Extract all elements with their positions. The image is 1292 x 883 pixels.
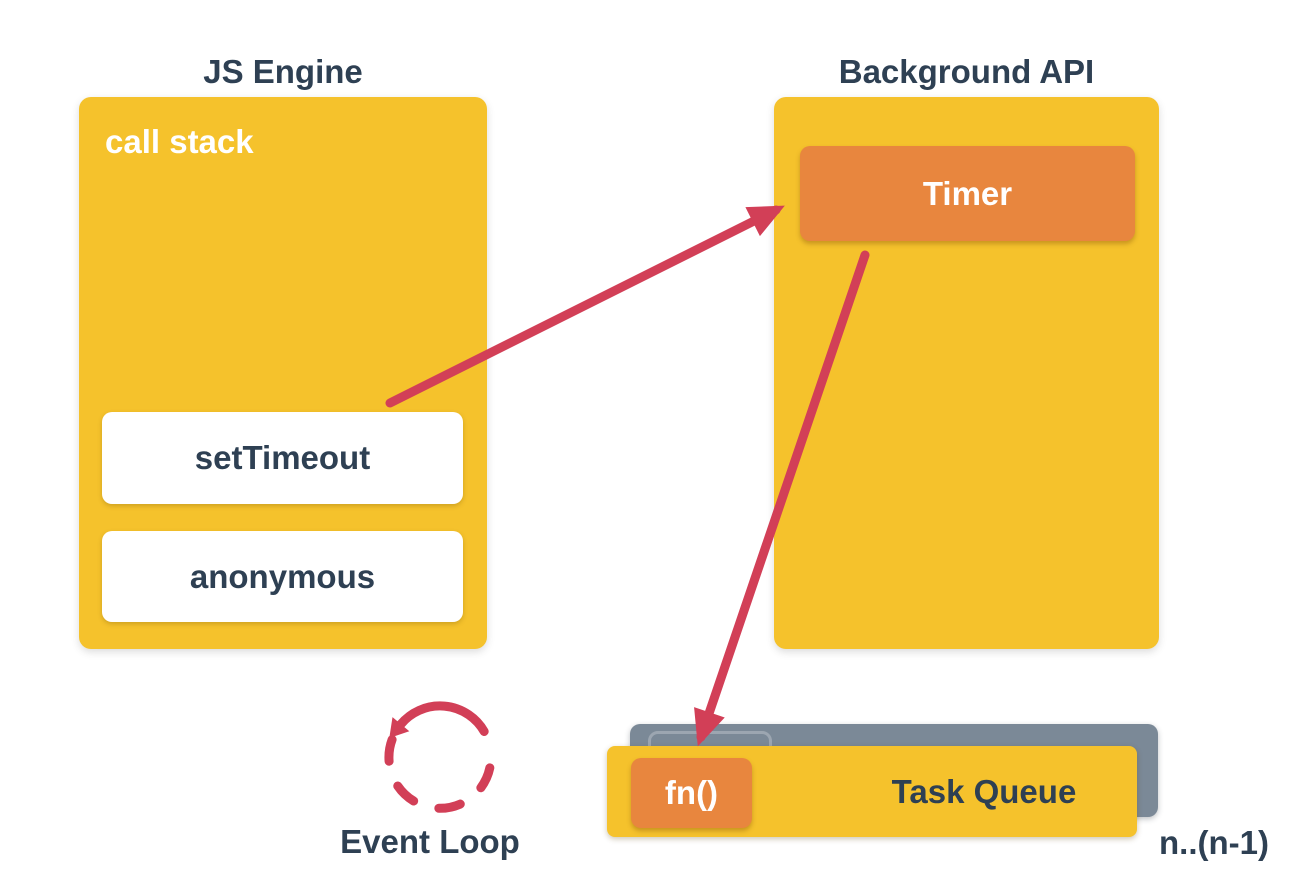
event-loop-icon (384, 701, 495, 813)
task-queue-bar: fn() Task Queue (607, 746, 1137, 837)
event-loop-label: Event Loop (340, 823, 520, 860)
fn-task-box: fn() (631, 758, 752, 828)
call-stack-label: call stack (105, 123, 254, 160)
loop-solid-arc (396, 701, 489, 736)
js-engine-title: JS Engine (203, 53, 363, 90)
stack-item-settimeout: setTimeout (102, 412, 463, 504)
timer-box: Timer (800, 146, 1135, 241)
loop-arrowhead (389, 717, 410, 738)
task-queue-label: Task Queue (891, 772, 1077, 810)
queue-range-annotation: n..(n-1) (1159, 824, 1269, 861)
loop-dashed-arc (384, 735, 495, 813)
background-api-title: Background API (838, 53, 1095, 90)
stack-item-anonymous: anonymous (102, 531, 463, 622)
